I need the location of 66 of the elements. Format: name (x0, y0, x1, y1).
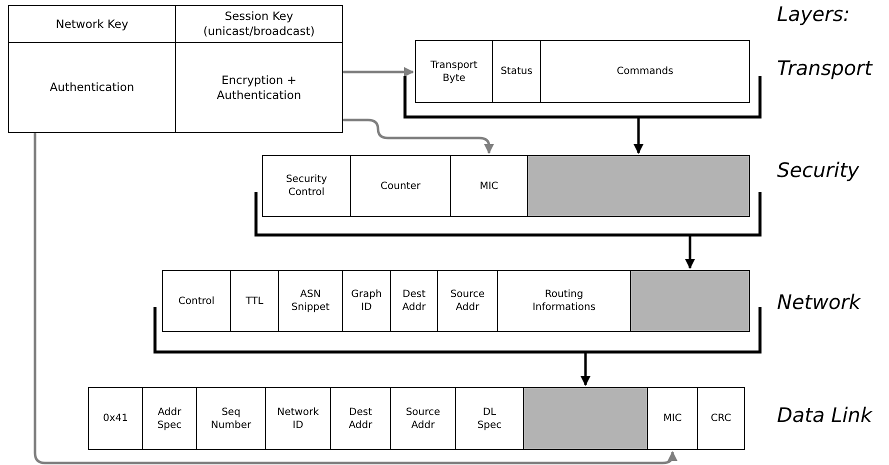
packet-field (540, 40, 750, 103)
packet-field (142, 387, 197, 450)
field-label: Addr Spec (157, 406, 182, 432)
field-label: Seq Number (210, 406, 252, 432)
field-label: Network Key (56, 16, 128, 32)
arrow (634, 117, 644, 154)
packet-field (390, 387, 456, 450)
field-label: CRC (710, 412, 732, 425)
packet-field (330, 387, 391, 450)
field-label: MIC (480, 180, 498, 192)
packet-field (88, 387, 143, 450)
packet-field (697, 387, 745, 450)
field-label: MIC (663, 412, 682, 425)
field-label: Graph ID (351, 288, 382, 314)
packet-field (350, 155, 451, 217)
field-label: 0x41 (102, 412, 128, 425)
field-label: Source Addr (406, 406, 440, 432)
field-label: Authentication (50, 80, 134, 95)
packet-field (196, 387, 266, 450)
field-label: Status (500, 65, 532, 78)
field-label: Network ID (277, 406, 319, 432)
packet-field (342, 270, 391, 332)
field-label: Session Key (unicast/broadcast) (202, 9, 316, 39)
payload-block (630, 270, 750, 332)
field-label: Transport Byte (430, 58, 478, 84)
packet-field (437, 270, 498, 332)
packet-field (262, 155, 351, 217)
field-label: Control (178, 294, 215, 308)
layer-label: Network (777, 290, 861, 314)
packet-field (455, 387, 524, 450)
field-label: Dest Addr (348, 406, 372, 432)
field-label: Counter (380, 180, 420, 192)
packet-field (497, 270, 631, 332)
field-label: Security Control (286, 173, 328, 199)
arrow (343, 118, 494, 154)
packet-field (647, 387, 698, 450)
packet-field (278, 270, 343, 332)
field-label: Routing Informations (532, 288, 596, 314)
field-label: TTL (246, 294, 264, 308)
packet-field (265, 387, 331, 450)
arrow (34, 133, 678, 464)
layer-label: Layers: (777, 2, 850, 26)
key-table-cell (8, 5, 176, 43)
layer-label: Security (777, 158, 860, 182)
field-label: Dest Addr (402, 288, 426, 314)
key-table-cell (8, 42, 176, 133)
arrow (685, 235, 695, 269)
packet-field (492, 40, 541, 103)
packet-field (390, 270, 438, 332)
packet-field (415, 40, 493, 103)
field-label: DL Spec (477, 406, 502, 432)
field-label: Commands (616, 65, 674, 78)
field-label: Encryption + Authentication (216, 72, 302, 102)
key-table-cell (175, 5, 343, 43)
layer-label: Data Link (777, 403, 872, 427)
field-label: Source Addr (450, 288, 485, 314)
payload-block (527, 155, 750, 217)
packet-field (230, 270, 279, 332)
field-label: ASN Snippet (291, 288, 330, 314)
arrow (343, 67, 414, 77)
arrow (580, 352, 590, 386)
key-table-cell (175, 42, 343, 133)
layer-label: Transport (777, 56, 872, 80)
packet-field (162, 270, 231, 332)
payload-block (523, 387, 648, 450)
packet-field (450, 155, 528, 217)
